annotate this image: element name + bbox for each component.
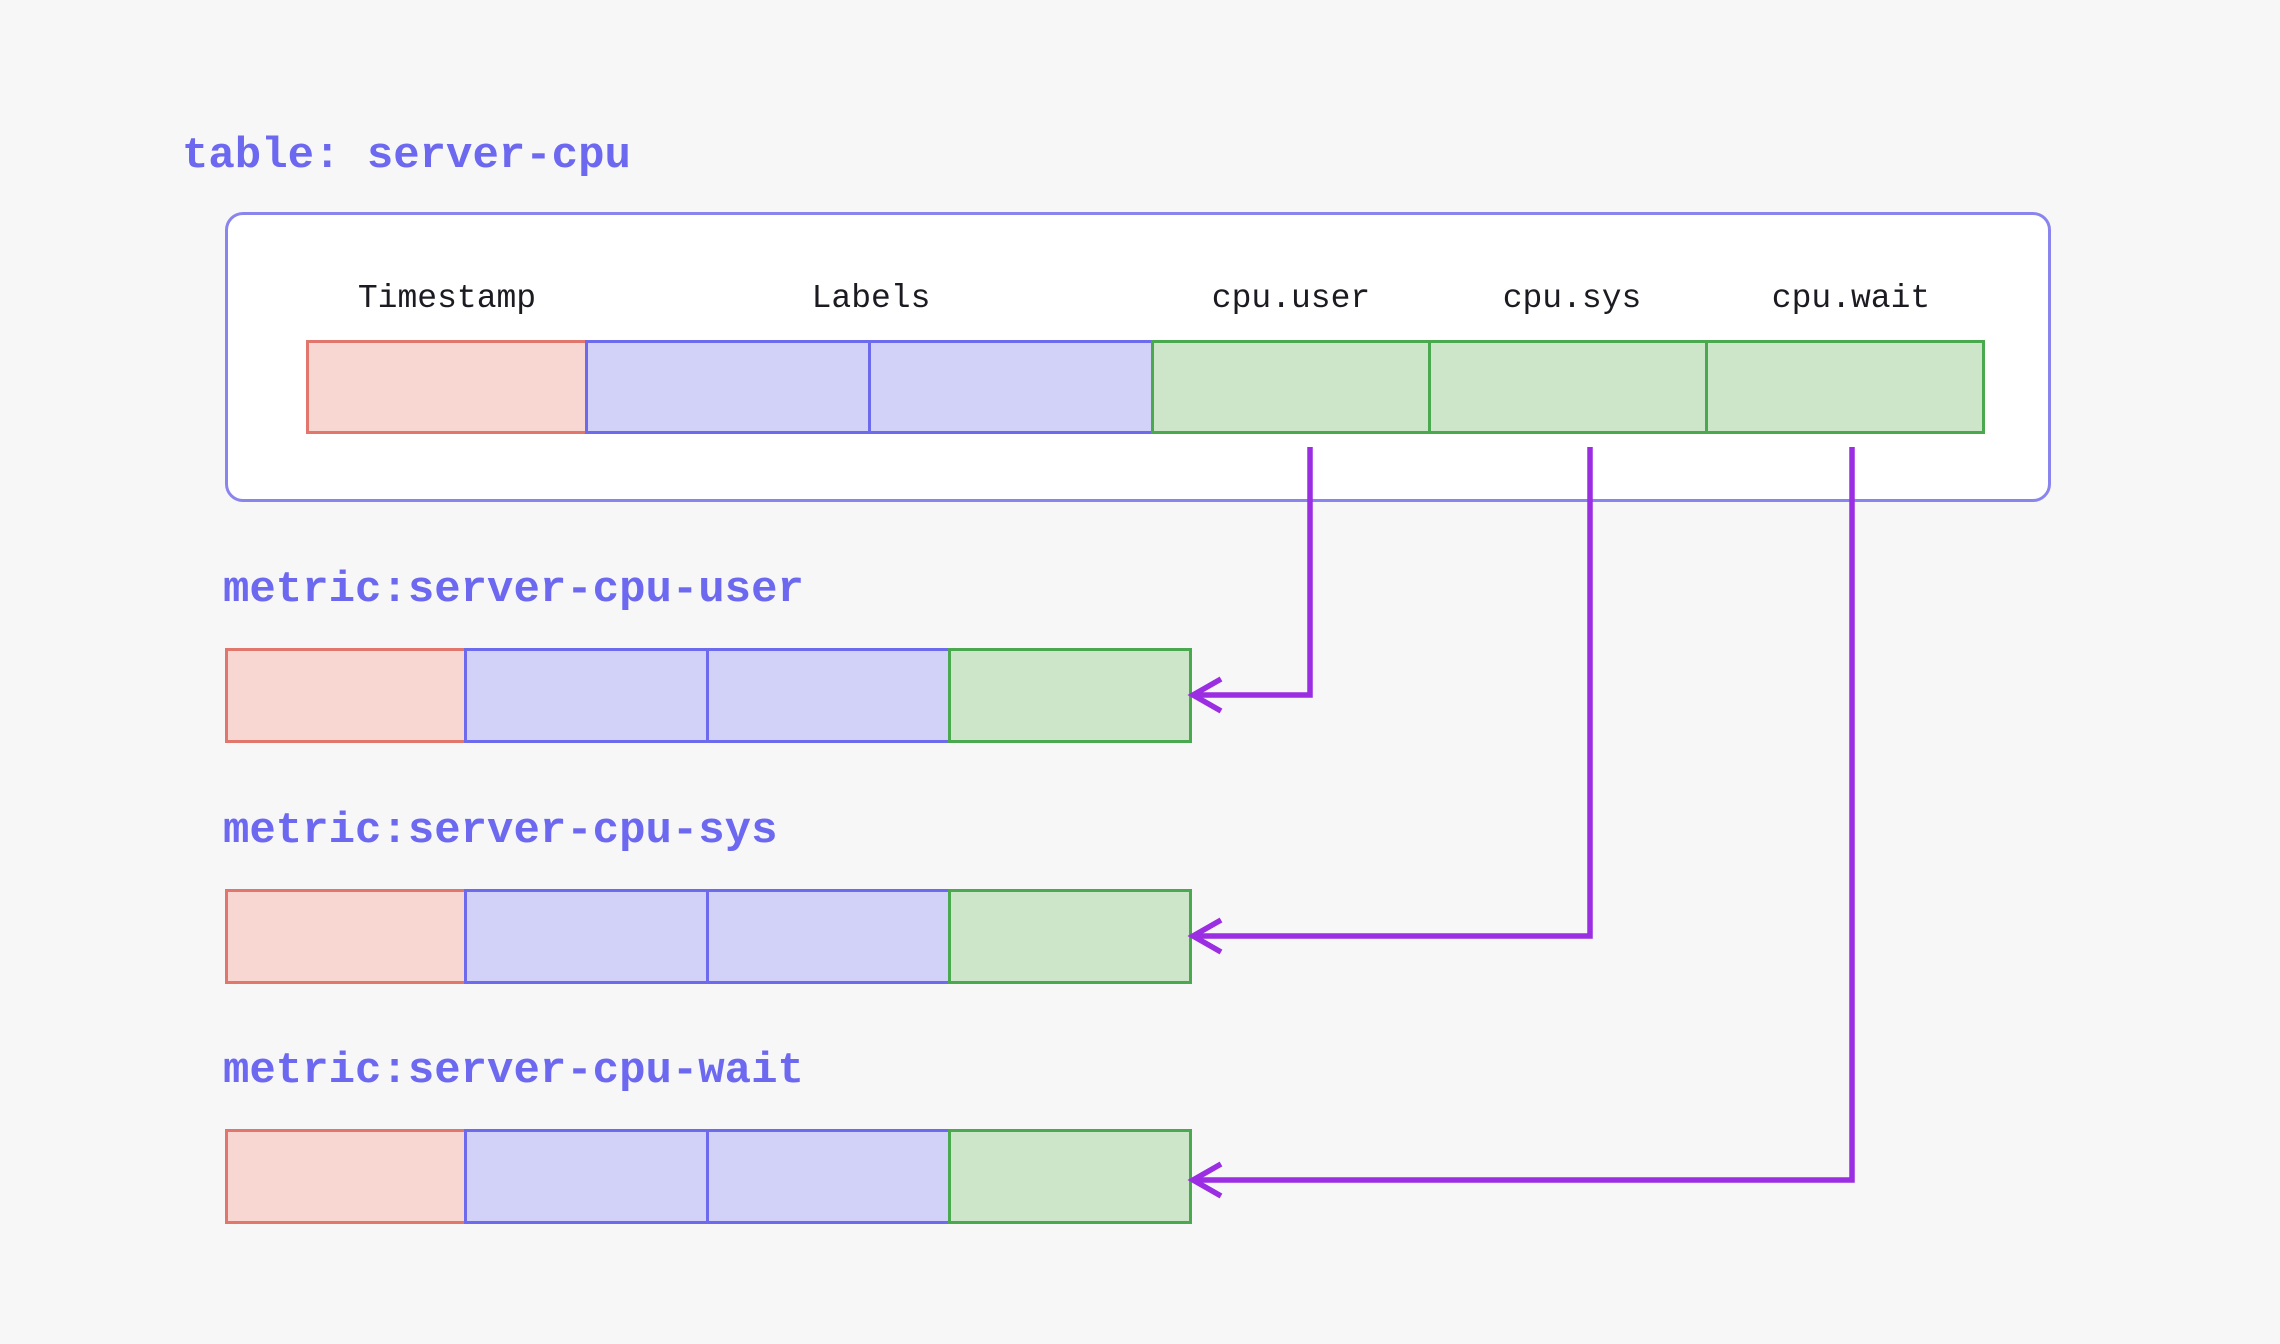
column-header-cpu-user: cpu.user — [1211, 280, 1371, 317]
arrow-cpu-wait-head — [1187, 1161, 1223, 1199]
metric-sys-cell-value — [948, 889, 1192, 984]
metric-wait-cell-label-2 — [706, 1129, 951, 1224]
arrow-cpu-sys-head — [1187, 917, 1223, 955]
arrow-cpu-sys — [1196, 447, 1593, 939]
table-cell-cpu-user — [1151, 340, 1431, 434]
metric-wait-cell-timestamp — [225, 1129, 467, 1224]
metric-sys-cell-timestamp — [225, 889, 467, 984]
table-cell-labels-1 — [585, 340, 871, 434]
metric-sys-cell-label-2 — [706, 889, 951, 984]
metric-user-cell-label-2 — [706, 648, 951, 743]
column-header-cpu-wait: cpu.wait — [1771, 280, 1931, 317]
table-cell-cpu-wait — [1705, 340, 1985, 434]
metric-user-cell-value — [948, 648, 1192, 743]
metric-title-cpu-wait: metric:server-cpu-wait — [223, 1046, 804, 1096]
metric-title-cpu-user: metric:server-cpu-user — [223, 565, 804, 615]
metric-user-cell-label-1 — [464, 648, 709, 743]
metric-wait-cell-label-1 — [464, 1129, 709, 1224]
table-cell-timestamp — [306, 340, 588, 434]
column-header-cpu-sys: cpu.sys — [1502, 280, 1642, 317]
metric-title-cpu-sys: metric:server-cpu-sys — [223, 806, 778, 856]
metric-user-cell-timestamp — [225, 648, 467, 743]
column-header-timestamp: Timestamp — [357, 280, 537, 317]
table-cell-labels-2 — [868, 340, 1154, 434]
arrow-cpu-wait — [1196, 447, 1855, 1183]
column-header-labels: Labels — [811, 280, 931, 317]
metric-wait-cell-value — [948, 1129, 1192, 1224]
table-title: table: server-cpu — [182, 131, 631, 181]
table-cell-cpu-sys — [1428, 340, 1708, 434]
arrow-cpu-user-head — [1187, 676, 1223, 714]
metric-sys-cell-label-1 — [464, 889, 709, 984]
